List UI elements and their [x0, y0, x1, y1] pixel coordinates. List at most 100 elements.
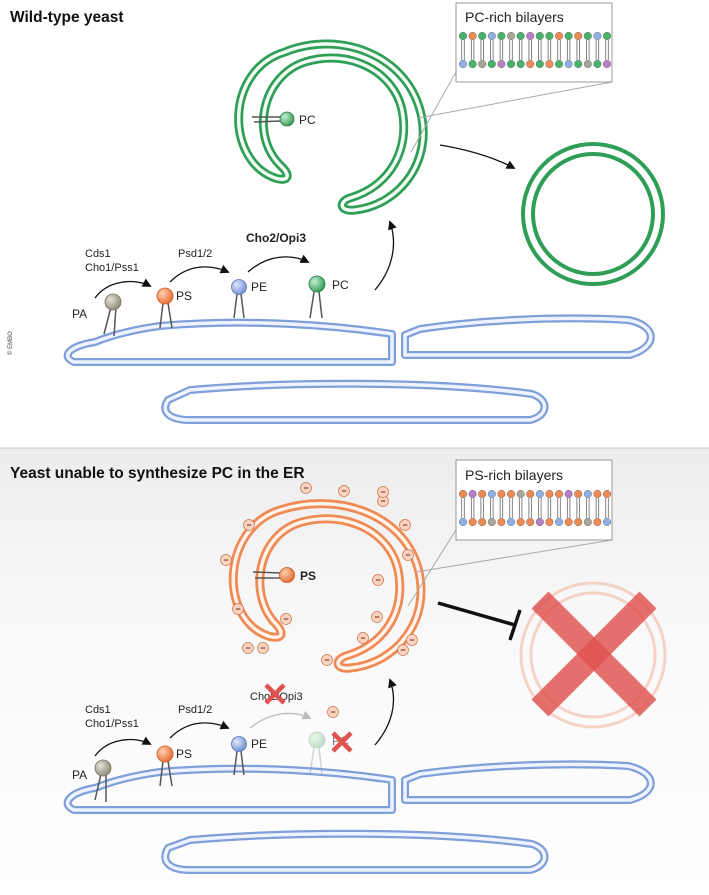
negative-charge-symbol: − — [360, 633, 365, 643]
lipid-head — [583, 60, 592, 69]
lipid-head — [593, 490, 602, 499]
negative-charge-icon — [232, 603, 244, 615]
negative-charge-symbol: − — [375, 575, 380, 585]
lipid-head — [507, 60, 516, 69]
lipid-head — [574, 60, 583, 69]
lipid-head — [526, 490, 535, 499]
er-membrane-top-lumen — [66, 316, 653, 422]
blocked-cross-icon — [531, 591, 657, 717]
lipid-pc-top — [308, 275, 326, 319]
lipid-head — [535, 32, 544, 41]
negative-charge-symbol: − — [374, 612, 379, 622]
negative-charge-icon — [371, 611, 383, 623]
label-pe-bottom: PE — [251, 737, 267, 751]
label-ps-top: PS — [176, 289, 192, 303]
lipid-head — [507, 32, 516, 41]
enzyme-blocked-cross-icon — [264, 683, 286, 705]
lipid-head — [555, 32, 564, 41]
budding-vesicle-ps — [228, 499, 426, 673]
negative-charge-symbol: − — [246, 520, 251, 530]
lipid-head — [468, 32, 477, 41]
lipid-head — [526, 60, 535, 69]
lipid-head — [487, 60, 496, 69]
negative-charge-symbol: − — [324, 655, 329, 665]
label-pa-bottom: PA — [72, 768, 87, 782]
negative-charge-icon — [280, 613, 292, 625]
negative-charge-icon — [243, 519, 255, 531]
arrow-pa-to-ps-top — [94, 278, 152, 299]
negative-charge-symbol: − — [235, 604, 240, 614]
negative-charge-symbol: − — [223, 555, 228, 565]
bilayer-lipids-top — [459, 32, 612, 69]
negative-charge-icon — [338, 485, 350, 497]
negative-charge-symbol: − — [283, 614, 288, 624]
lipid-head — [535, 60, 544, 69]
lipid-head — [545, 518, 554, 527]
enzyme-label-cho2-opi3-top: Cho2/Opi3 — [246, 231, 306, 245]
negative-charge-icon — [220, 554, 232, 566]
lipid-head — [574, 518, 583, 527]
negative-charges: −−−−−−−−−−−−−−−−−−− — [220, 482, 418, 718]
lipid-head — [478, 490, 487, 499]
lipid-ps-bottom — [156, 745, 174, 787]
negative-charge-icon — [242, 642, 254, 654]
lipid-head — [516, 60, 525, 69]
lipid-head — [564, 518, 573, 527]
lipid-pa-bottom — [94, 759, 112, 802]
label-pe-top: PE — [251, 280, 267, 294]
negative-charge-symbol: − — [409, 635, 414, 645]
negative-charge-symbol: − — [380, 496, 385, 506]
lipid-head — [516, 490, 525, 499]
enzyme-label-psd-top: Psd1/2 — [178, 248, 212, 260]
negative-charge-symbol: − — [380, 487, 385, 497]
blocked-vesicle — [519, 581, 667, 729]
lipid-head — [574, 32, 583, 41]
lipid-pc-bottom-faded — [308, 731, 326, 775]
arrow-budding-bottom — [374, 678, 397, 746]
top-panel-title: Wild-type yeast — [10, 9, 124, 26]
label-pa-top: PA — [72, 307, 87, 321]
lipid-head — [526, 32, 535, 41]
negative-charge-icon — [372, 574, 384, 586]
lipid-head — [487, 518, 496, 527]
lipid-head — [535, 518, 544, 527]
lipid-head — [593, 60, 602, 69]
lipid-pe-bottom — [231, 736, 247, 776]
lipid-head — [603, 518, 612, 527]
enzyme-label-psd-bottom: Psd1/2 — [178, 704, 212, 716]
lipid-head — [459, 60, 468, 69]
lipid-head — [468, 60, 477, 69]
enzyme-label-cho1-bottom: Cho1/Pss1 — [85, 718, 139, 730]
negative-charge-symbol: − — [400, 645, 405, 655]
free-vesicle-pc — [521, 142, 665, 286]
er-membrane-top — [63, 314, 655, 424]
lipid-head — [603, 32, 612, 41]
lipid-head — [507, 518, 516, 527]
lipid-head — [564, 60, 573, 69]
negative-charge-symbol: − — [303, 483, 308, 493]
lipid-head — [526, 518, 535, 527]
enzyme-label-cds1-bottom: Cds1 — [85, 704, 111, 716]
negative-charge-symbol: − — [330, 707, 335, 717]
lipid-head — [507, 490, 516, 499]
negative-charge-icon — [357, 632, 369, 644]
pc-blocked-cross-icon — [331, 731, 353, 753]
bottom-panel-title: Yeast unable to synthesize PC in the ER — [10, 465, 305, 482]
lipid-head — [574, 490, 583, 499]
lipid-pe-top — [231, 279, 247, 319]
lipid-head — [583, 32, 592, 41]
negative-charge-symbol: − — [341, 486, 346, 496]
budding-vesicle-pc — [234, 39, 428, 215]
credit-text: © EMBO — [7, 331, 14, 355]
lipid-head — [555, 490, 564, 499]
label-ps-bottom: PS — [176, 747, 192, 761]
lipid-head — [545, 60, 554, 69]
label-pc-top: PC — [332, 278, 349, 292]
lipid-head — [497, 60, 506, 69]
lipid-head — [487, 490, 496, 499]
lipid-head — [545, 490, 554, 499]
lipid-head — [497, 32, 506, 41]
negative-charge-symbol: − — [245, 643, 250, 653]
lipid-head — [497, 518, 506, 527]
